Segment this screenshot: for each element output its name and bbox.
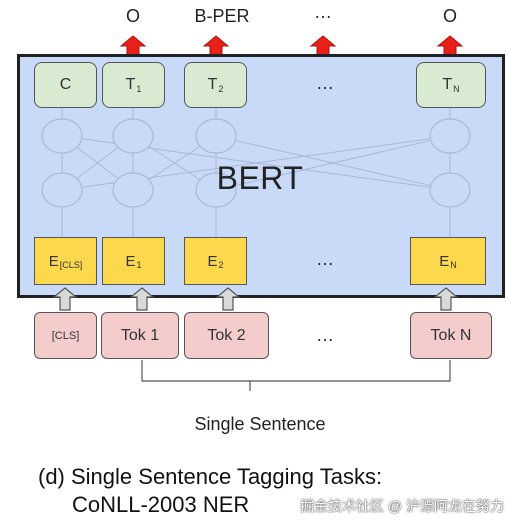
e-box-n-sub: N — [450, 260, 457, 270]
t-box-n-label: T — [442, 76, 453, 93]
output-arrows — [119, 35, 464, 57]
e-box-cls-sub: [CLS] — [59, 260, 83, 270]
caption-line-2: CoNLL-2003 NER — [72, 492, 250, 517]
input-arrows — [52, 287, 459, 311]
e-box-2-label: E — [207, 252, 218, 270]
t-box-2-sub: 2 — [218, 84, 224, 94]
e-box-2-sub: 2 — [218, 260, 224, 270]
token-1-label: Tok 1 — [120, 326, 160, 344]
output-label-1: O — [125, 6, 140, 26]
transformer-layers — [41, 108, 471, 237]
e-box-1-label: E — [125, 252, 136, 270]
grey-arrow-up-icon — [433, 287, 459, 311]
t-box-n-sub: N — [453, 84, 460, 94]
e-box-dots: … — [316, 249, 334, 269]
output-label-dots: … — [314, 2, 332, 22]
input-label: Single Sentence — [194, 414, 326, 434]
token-1: Tok 1 — [101, 312, 179, 359]
bert-title: BERT — [216, 160, 304, 196]
token-dots: … — [316, 325, 334, 345]
grey-arrow-up-icon — [129, 287, 155, 311]
sentence-bracket — [141, 360, 451, 391]
token-cls-label: [CLS] — [51, 329, 80, 342]
t-box-dots: … — [316, 73, 334, 93]
t-box-1-sub: 1 — [136, 84, 142, 94]
token-2-label: Tok 2 — [207, 326, 246, 344]
e-box-n-label: E — [439, 252, 450, 270]
grey-arrow-up-icon — [215, 287, 241, 311]
token-2: Tok 2 — [184, 312, 269, 359]
e-box-1-sub: 1 — [136, 260, 142, 270]
t-box-1-label: T — [125, 76, 136, 93]
t-box-2-label: T — [207, 76, 218, 93]
grey-arrow-up-icon — [52, 287, 78, 311]
token-cls: [CLS] — [34, 312, 97, 359]
e-box-cls-label: E — [48, 252, 59, 270]
caption-line-1: (d) Single Sentence Tagging Tasks: — [38, 464, 383, 489]
t-box-c: C — [34, 62, 97, 108]
token-n: Tok N — [410, 312, 492, 359]
watermark: 掘金技术社区 @ 沪漂阿龙在努力 — [300, 498, 504, 514]
token-n-label: Tok N — [430, 326, 472, 344]
output-label-2: B-PER — [194, 6, 250, 26]
t-box-c-label: C — [59, 76, 72, 93]
output-label-n: O — [442, 6, 457, 26]
e-box-cls: E[CLS] — [34, 237, 97, 285]
